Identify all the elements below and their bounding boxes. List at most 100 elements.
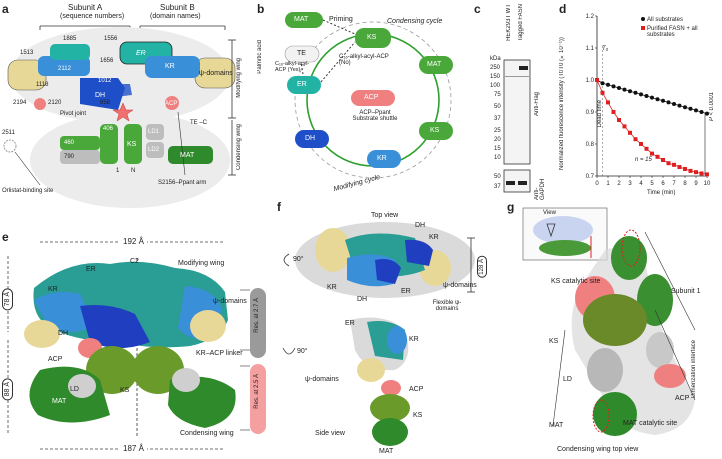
a-n1556: 1556 [104,36,118,42]
c-marker-0: 250 [490,65,501,71]
e-w187: 187 Å [120,445,147,453]
panel-label-b: b [257,2,265,16]
f-ks-side: KS [413,412,423,419]
panel-label-d: d [559,2,567,16]
d-n: n = 15 [635,157,652,163]
a-n1012: 1012 [98,78,112,84]
panel-e: e 192 Å 187 Å 78 Å 88 Å C2 ER KR DH ACP … [0,230,275,459]
a-n858: 858 [100,100,111,106]
d-y-tick-label: 0.7 [586,174,595,180]
a-psi-domains: ψ-domains [199,70,233,77]
d-point-all [666,100,671,105]
f-dh-top: DH [415,222,426,229]
panel-a-diagram [3,25,236,208]
f-kr-side: KR [409,336,419,343]
a-n2120: 2120 [48,100,62,106]
d-point-all [606,82,610,87]
c-marker2-1: 37 [494,184,501,190]
f-psi-side: ψ-domains [305,376,339,383]
a-domain-ld1: LD1 [148,129,160,135]
a-n406: 406 [103,126,114,132]
a-domain-dh: DH [95,92,106,99]
d-point-all [639,92,643,97]
a-domain-er: ER [136,50,146,57]
a-n1885: 1885 [63,36,77,42]
c-marker-1: 150 [490,74,501,80]
d-x-tick-label: 10 [704,181,711,187]
d-x-tick-label: 9 [694,181,698,187]
a-pivot-joint: Pivot joint [60,111,87,117]
c-kda: kDa [490,56,501,62]
a-domain-acp: ACP [165,101,178,107]
e-c2: C2 [130,258,139,265]
d-x-tick-label: 1 [606,181,610,187]
d-point-purified [661,158,665,162]
c-marker-7: 20 [494,137,501,143]
g-ld: LD [563,376,572,383]
d-point-all [705,111,709,116]
e-acp: ACP [48,356,63,363]
d-point-purified [622,124,627,129]
e-kr: KR [48,286,58,293]
b-te: TE [297,50,306,57]
subunit-a-subtitle: (sequence numbers) [60,13,125,20]
f-top-view: Top view [371,212,399,219]
b-condensing-cycle: Condensing cycle [387,18,443,25]
d-point-all [699,110,704,114]
d-point-all [677,103,682,108]
e-res25: Res. at 2.5 Å [254,374,260,409]
d-x-tick-label: 3 [628,181,632,187]
d-point-all [694,108,698,113]
d-point-purified [699,171,704,176]
d-y-tick-label: 0.8 [586,142,595,148]
a-domain-ld2: LD2 [148,147,160,153]
d-point-purified [655,154,660,159]
d-y-tick-label: 1.1 [586,46,595,52]
f-h128: 128 Å [477,256,487,278]
b-mat-priming: MAT [294,16,309,23]
d-x-tick-label: 6 [661,181,665,187]
d-y-tick-label: 1.0 [586,78,595,84]
d-x-tick-label: 8 [683,181,687,187]
d-point-purified [606,100,610,105]
d-point-all [650,95,654,100]
d-point-purified [611,110,616,114]
a-n2511: 2511 [2,130,15,136]
g-view: View [543,210,556,216]
panel-label-f: f [277,200,281,214]
e-er: ER [86,266,96,273]
panel-b: b MAT Priming Condensing cycle KS MAT KS… [255,0,473,200]
f-dh-bottom: DH [357,296,368,303]
d-point-all [628,89,632,94]
e-condensing-wing: Condensing wing [180,430,234,437]
a-n1656: 1656 [100,58,114,64]
e-h88: 88 Å [2,378,13,401]
d-point-all [611,84,616,89]
f-kr-left: KR [327,284,337,291]
e-mat: MAT [52,398,67,405]
c-anti-gapdh: Anti-GAPDH [534,178,546,200]
d-point-all [622,87,627,92]
d-legend-marker-all [641,17,645,21]
d-x-tick-label: 0 [595,181,599,187]
g-ks-catalytic-site: KS catalytic site [551,278,601,285]
a-n1: 1 [116,168,120,174]
f-deg2: 90° [297,348,308,355]
d-x-tick-label: 5 [650,181,654,187]
d-point-purified [639,142,643,146]
a-n1513: 1513 [20,50,34,56]
d-xlabel: Time (min) [647,190,676,196]
a-nN: N [131,168,136,174]
panel-c: c HEK293T WT Tagged FASN kDa 250 150 100… [472,0,557,200]
panel-f: f Top view 90° DH KR KR DH ER ψ-domains … [275,200,505,459]
d-dead-time: Dead time [597,100,603,128]
a-n1118: 1118 [36,82,49,88]
d-point-purified [595,78,599,82]
a-condensing-wing: Condensing wing [236,124,242,171]
f-flexible-psi: Flexible ψ-domains [432,300,462,312]
b-ks-top: KS [367,34,377,41]
panel-label-g: g [507,200,515,214]
c-anti-flag: Anti-Flag [534,92,540,117]
b-acp: ACP [364,94,379,101]
